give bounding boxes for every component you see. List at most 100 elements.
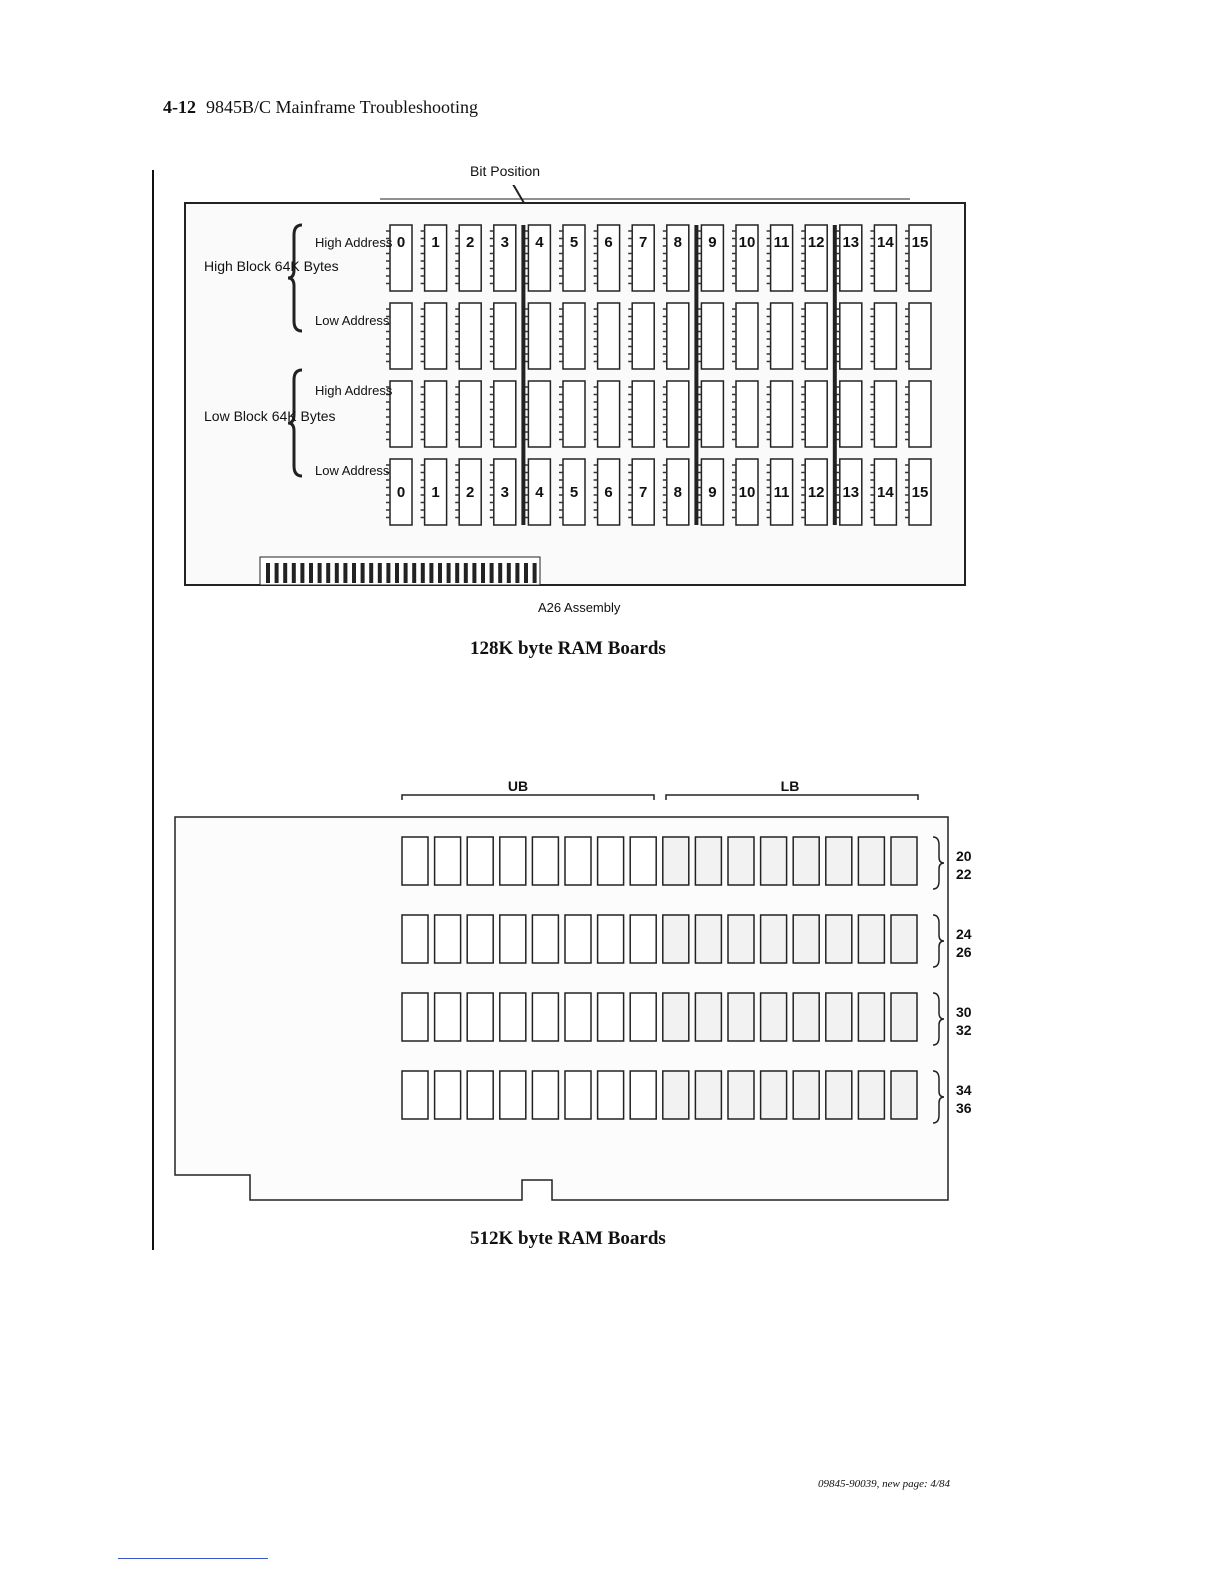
edge-finger xyxy=(395,563,399,583)
edge-finger xyxy=(532,563,537,583)
ram-chip xyxy=(908,380,932,448)
ram-chip xyxy=(804,458,828,526)
ram-chip xyxy=(499,836,527,886)
ram-board-512k: UB LB 20 22 24 26 30 32 34 36 xyxy=(174,778,972,1201)
ram-chip xyxy=(433,914,462,964)
page-number: 4-12 xyxy=(163,97,196,117)
row-label: 30 xyxy=(956,1004,972,1020)
ram-chip xyxy=(499,992,527,1042)
row-label: 36 xyxy=(956,1100,972,1116)
ram-chip xyxy=(527,458,552,526)
ram-chip xyxy=(769,302,794,370)
ram-chip xyxy=(596,836,625,886)
ram-chip xyxy=(458,302,482,370)
high-block-label: High Block 64K Bytes xyxy=(204,258,339,274)
ram-chip xyxy=(629,992,657,1042)
edge-finger xyxy=(386,563,391,583)
ram-chip xyxy=(562,458,586,526)
edge-finger xyxy=(334,563,339,583)
ram-chip xyxy=(873,224,898,292)
ram-chip xyxy=(662,1070,690,1120)
document-number: 09845-90039, new page: 4/84 xyxy=(818,1478,950,1490)
ram-chip xyxy=(792,1070,820,1120)
ram-chip xyxy=(631,302,655,370)
ram-chip xyxy=(769,224,794,292)
bus-trace xyxy=(832,225,837,525)
ram-chip xyxy=(700,224,725,292)
lb-label: LB xyxy=(781,778,800,794)
ram-chip xyxy=(792,914,820,964)
ram-chip xyxy=(423,224,448,292)
ram-chip xyxy=(666,458,690,526)
ram-chip xyxy=(857,1070,886,1120)
bit-number: 1 xyxy=(431,484,439,501)
ram-chip xyxy=(389,458,413,526)
ram-chip xyxy=(389,224,413,292)
bit-number: 6 xyxy=(604,234,612,251)
ram-chip xyxy=(423,458,448,526)
ram-chip xyxy=(666,224,690,292)
ram-chip xyxy=(666,302,690,370)
ram-chip xyxy=(596,1070,625,1120)
ram-chip xyxy=(596,302,621,370)
footer-rule xyxy=(118,1558,268,1559)
page-title: 9845B/C Mainframe Troubleshooting xyxy=(206,97,479,117)
ram-chip xyxy=(527,302,552,370)
ram-chip xyxy=(423,302,448,370)
ram-chip xyxy=(466,992,494,1042)
bit-number: 12 xyxy=(808,234,825,251)
ram-chip xyxy=(564,836,592,886)
row-label: 22 xyxy=(956,866,972,882)
ram-chip xyxy=(499,1070,527,1120)
low-block-label: Low Block 64K Bytes xyxy=(204,408,336,424)
bit-number: 9 xyxy=(708,484,716,501)
bit-number: 13 xyxy=(842,234,859,251)
edge-finger xyxy=(446,563,451,583)
ram-chip xyxy=(596,914,625,964)
ram-chip xyxy=(629,836,657,886)
ram-chip xyxy=(564,992,592,1042)
ram-chip xyxy=(857,836,886,886)
ram-chip xyxy=(700,380,725,448)
row-label: 24 xyxy=(956,926,972,942)
ram-chip xyxy=(804,224,828,292)
ram-chip xyxy=(527,380,552,448)
edge-finger xyxy=(309,563,313,583)
row-label: 20 xyxy=(956,848,972,864)
ram-chip xyxy=(531,992,560,1042)
ram-chip xyxy=(389,302,413,370)
ram-chip xyxy=(908,458,932,526)
edge-finger xyxy=(369,563,374,583)
bit-number: 4 xyxy=(535,484,544,501)
ram-chip xyxy=(662,836,690,886)
ram-chip xyxy=(662,914,690,964)
ram-chip xyxy=(700,302,725,370)
ram-chip xyxy=(825,836,853,886)
ram-chip xyxy=(458,458,482,526)
bit-number: 10 xyxy=(739,234,756,251)
ub-label: UB xyxy=(508,778,528,794)
ram-chip xyxy=(839,302,863,370)
ram-chip xyxy=(735,224,759,292)
bit-number: 5 xyxy=(570,234,578,251)
ram-chip xyxy=(873,458,898,526)
ram-chip xyxy=(727,992,755,1042)
bus-trace xyxy=(694,225,699,525)
assembly-label: A26 Assembly xyxy=(538,600,621,615)
ram-chip xyxy=(401,836,429,886)
ram-chip xyxy=(759,914,788,964)
edge-finger xyxy=(283,563,288,583)
ram-chip xyxy=(596,458,621,526)
address-label: Low Address xyxy=(315,313,390,328)
ram-chip xyxy=(401,914,429,964)
bit-number: 14 xyxy=(877,234,894,251)
ram-chip xyxy=(769,458,794,526)
edge-finger xyxy=(317,563,322,583)
revision-bar xyxy=(152,170,154,1250)
bit-number: 0 xyxy=(397,484,405,501)
figure-caption-128k: 128K byte RAM Boards xyxy=(470,638,666,659)
edge-finger xyxy=(352,563,356,583)
edge-finger xyxy=(412,563,417,583)
ram-chip xyxy=(890,836,918,886)
